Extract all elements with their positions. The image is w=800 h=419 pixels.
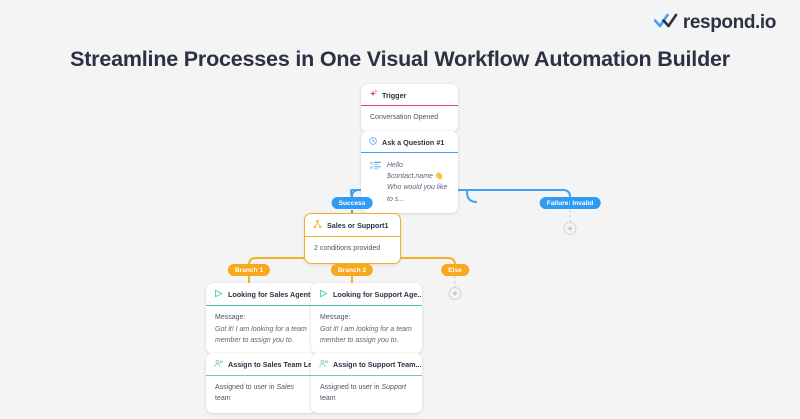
message-value: Got it! I am looking for a team member t… [320,325,412,345]
node-trigger[interactable]: Trigger Conversation Opened [361,84,458,132]
node-looking-for-support-agent[interactable]: Looking for Support Age... Message: Got … [311,283,422,355]
double-check-icon [653,12,678,34]
brand-logo: respond.io [653,12,777,34]
assign-team-name: Support [381,384,407,391]
node-looking-for-support-agent-body: Message: Got it! I am looking for a team… [311,306,422,354]
page-title: Streamline Processes in One Visual Workf… [70,47,730,71]
assign-user-icon [214,359,223,370]
spark-trigger-icon [369,90,377,100]
node-ask-a-question[interactable]: Ask a Question #1 Hello $contact.name [361,131,458,213]
node-looking-for-sales-agent-title: Looking for Sales Agent [228,290,311,299]
node-sales-or-support-header: Sales or Support1 [305,214,400,237]
pill-else[interactable]: Else [441,264,469,276]
node-looking-for-sales-agent-header: Looking for Sales Agent [206,283,317,306]
assign-user-icon [319,359,328,370]
assign-prefix: Assigned to user in [320,384,380,391]
send-message-icon [319,289,328,300]
node-assign-to-support-team-body: Assigned to user in Support team [311,376,422,413]
message-line-1: Hello $contact.name [387,162,433,181]
message-label: Message: [215,314,246,321]
pill-branch-2[interactable]: Branch 2 [330,264,374,276]
node-looking-for-sales-agent[interactable]: Looking for Sales Agent Message: Got it!… [206,283,317,355]
pill-success[interactable]: Success [331,197,373,209]
message-label: Message: [320,314,351,321]
node-assign-to-sales-team-title: Assign to Sales Team Le... [228,360,317,369]
assign-suffix: team [320,394,336,402]
pill-branch-1[interactable]: Branch 1 [227,264,271,276]
branch-split-icon [313,219,322,231]
node-assign-to-support-team[interactable]: Assign to Support Team... Assigned to us… [311,353,422,413]
node-looking-for-support-agent-title: Looking for Support Age... [333,290,422,299]
node-assign-to-sales-team-body: Assigned to user in Sales team [206,376,317,413]
assign-prefix: Assigned to user in [215,384,275,391]
node-ask-a-question-message: Hello $contact.name 👋 Who would you like… [387,160,449,205]
node-looking-for-support-agent-header: Looking for Support Age... [311,283,422,306]
send-message-icon [214,289,223,300]
node-looking-for-sales-agent-body: Message: Got it! I am looking for a team… [206,306,317,354]
clock-question-icon [369,137,377,147]
node-assign-to-support-team-title: Assign to Support Team... [333,360,422,369]
add-step-button-else[interactable] [448,287,462,300]
assign-team-name: Sales [276,384,295,391]
assign-suffix: team [215,394,231,402]
node-ask-a-question-header: Ask a Question #1 [361,131,458,153]
node-sales-or-support[interactable]: Sales or Support1 2 conditions provided [304,213,401,264]
add-step-button-failure[interactable] [563,222,577,235]
wave-emoji: 👋 [434,173,444,181]
node-sales-or-support-title: Sales or Support1 [327,221,389,230]
message-line-2: Who would you like to s... [387,184,448,203]
node-assign-to-sales-team-header: Assign to Sales Team Le... [206,353,317,376]
node-trigger-title: Trigger [382,90,407,100]
node-trigger-header: Trigger [361,84,458,106]
node-sales-or-support-body: 2 conditions provided [314,245,381,252]
node-assign-to-support-team-header: Assign to Support Team... [311,353,422,376]
brand-name: respond.io [682,12,777,33]
node-ask-a-question-title: Ask a Question #1 [382,137,445,147]
node-ask-a-question-body: Hello $contact.name 👋 Who would you like… [361,153,458,213]
node-trigger-body: Conversation Opened [370,114,439,121]
message-lines-icon [370,161,381,175]
message-value: Got it! I am looking for a team member t… [215,325,307,345]
node-assign-to-sales-team[interactable]: Assign to Sales Team Le... Assigned to u… [206,353,317,413]
workflow-canvas[interactable]: Trigger Conversation Opened Ask a Questi… [0,78,800,419]
pill-failure-invalid[interactable]: Failure: Invalid [539,197,601,209]
